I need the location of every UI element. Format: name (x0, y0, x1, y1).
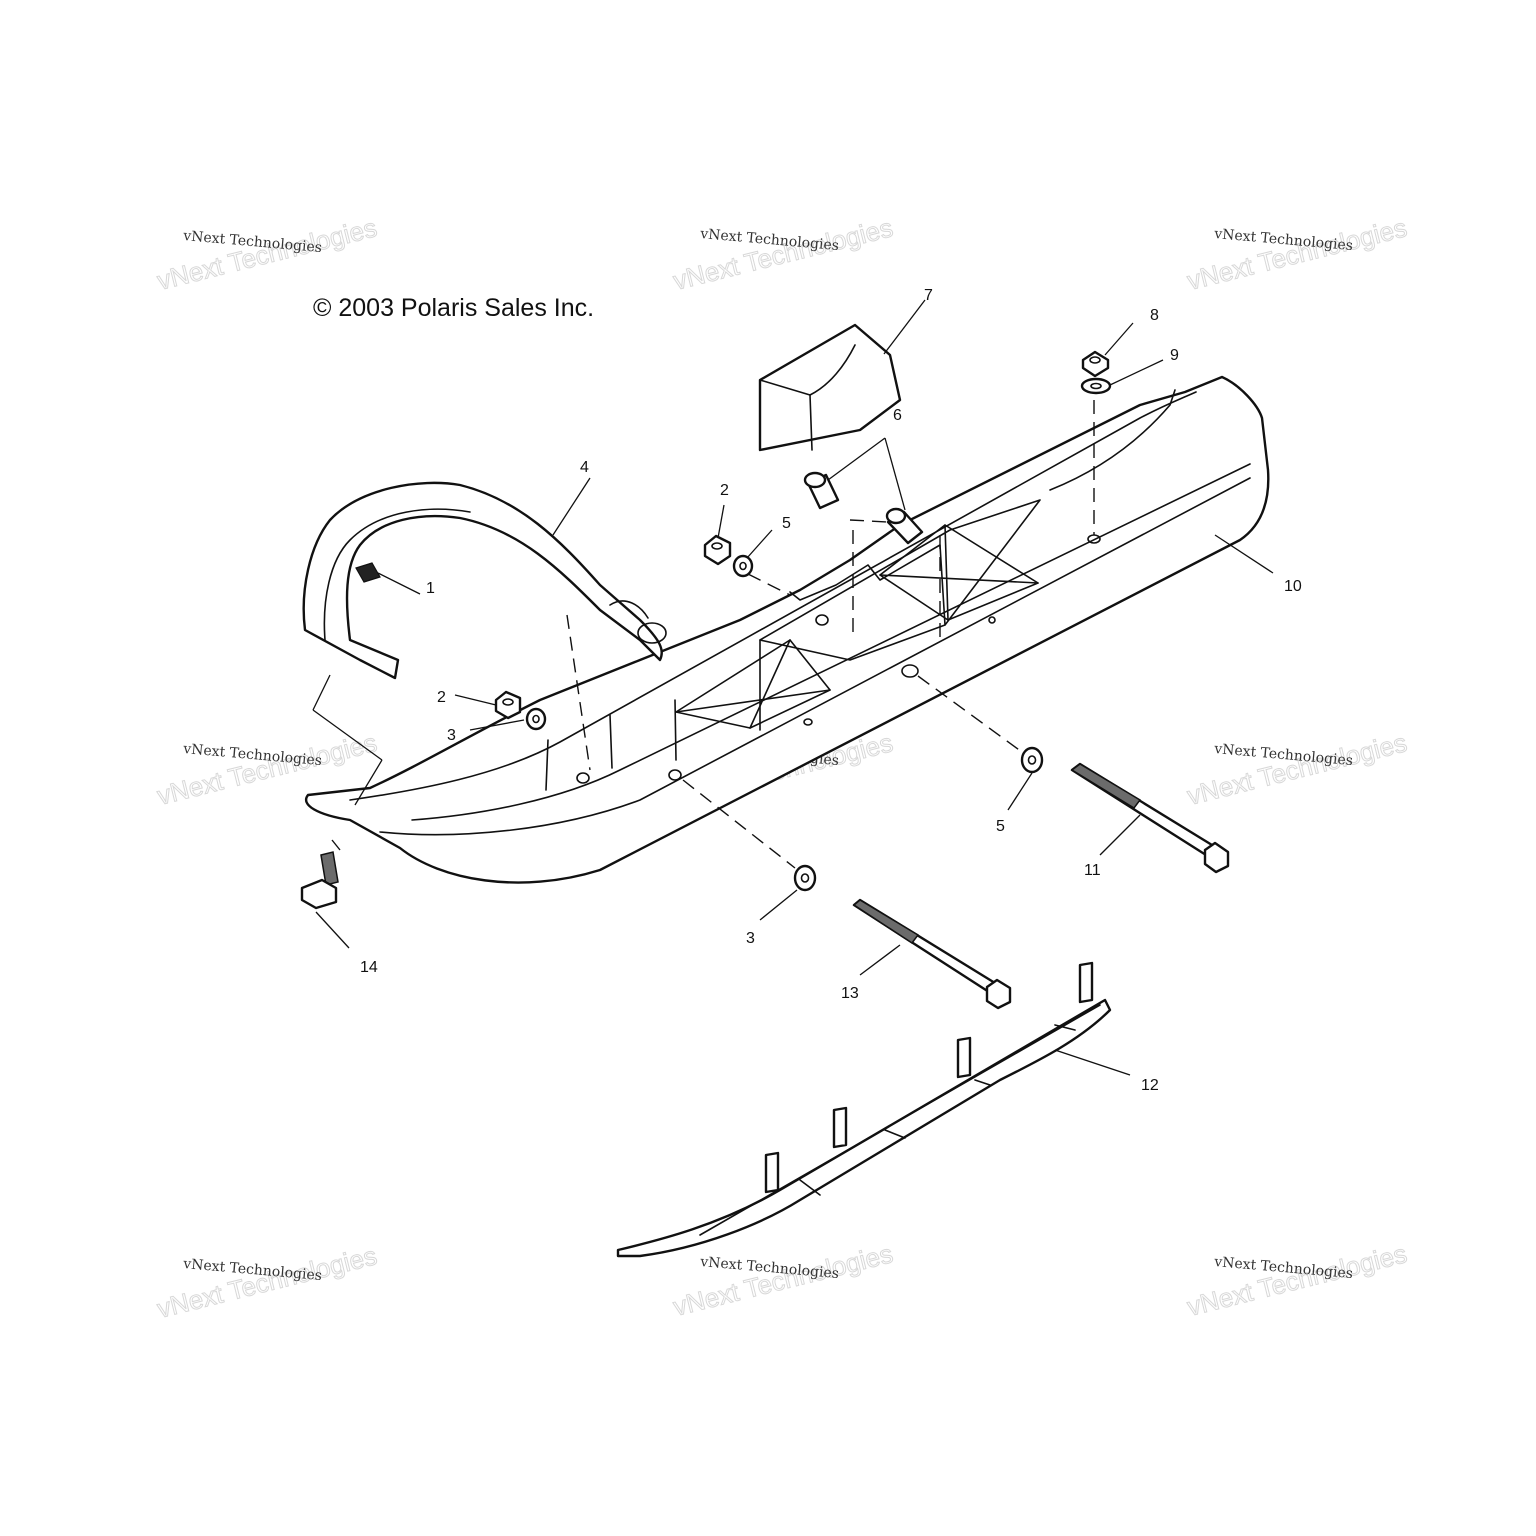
watermark-bottom-left: vNext Technologies vNext Technologies (154, 1240, 381, 1325)
callout-2-lower: 2 (437, 689, 446, 706)
callout-5-lower: 5 (996, 818, 1005, 835)
callout-5-upper: 5 (782, 515, 791, 532)
watermark-large-text: vNext Technologies (154, 1240, 380, 1324)
watermark-middle-right: vNext Technologies vNext Technologies (1184, 727, 1411, 812)
watermark-bottom-center: vNext Technologies vNext Technologies (670, 1238, 897, 1323)
watermark-top-center: vNext Technologies vNext Technologies (670, 212, 897, 297)
part-nut-2-lower (494, 690, 522, 720)
part-bolt-11 (1070, 762, 1230, 874)
part-loop-handle (302, 481, 667, 680)
callout-13: 13 (841, 985, 859, 1002)
part-carbide-runner (616, 961, 1112, 1258)
callout-3-upper: 3 (447, 727, 456, 744)
copyright-text: © 2003 Polaris Sales Inc. (313, 294, 594, 322)
watermark-large-text: vNext Technologies (1184, 727, 1410, 811)
part-bolt-14 (300, 851, 339, 910)
watermark-large-text: vNext Technologies (1184, 212, 1410, 296)
part-washer-3-lower (793, 864, 817, 892)
callout-1: 1 (426, 580, 435, 597)
part-washer-5-upper (732, 554, 754, 578)
callout-11: 11 (1084, 862, 1101, 879)
part-washer-3-upper (525, 707, 547, 731)
watermark-bottom-right: vNext Technologies vNext Technologies (1184, 1238, 1411, 1323)
callout-12: 12 (1141, 1077, 1159, 1094)
callout-4: 4 (580, 459, 589, 476)
watermark-large-text: vNext Technologies (670, 1238, 896, 1322)
part-bolt-13 (852, 898, 1012, 1010)
callout-3-lower: 3 (746, 930, 755, 947)
part-washer-5-lower (1020, 746, 1044, 774)
part-rubber-block (758, 323, 902, 452)
dashed-guides (331, 400, 1095, 869)
part-washer-9 (1080, 377, 1112, 395)
part-nut-2-upper (703, 534, 732, 566)
part-bushing-top (803, 471, 840, 510)
callout-labels: 7 8 9 6 4 2 5 1 10 2 3 5 11 3 14 13 12 (360, 287, 1302, 1094)
leader-lines (312, 299, 1274, 1076)
watermark-large-text: vNext Technologies (154, 212, 380, 296)
watermark-top-left: vNext Technologies vNext Technologies (154, 212, 381, 297)
callout-14: 14 (360, 959, 378, 976)
part-ski-body (305, 375, 1270, 884)
callout-10: 10 (1284, 578, 1302, 595)
watermark-large-text: vNext Technologies (670, 212, 896, 296)
part-nut-8 (1081, 350, 1110, 378)
watermark-top-right: vNext Technologies vNext Technologies (1184, 212, 1411, 297)
callout-9: 9 (1170, 347, 1179, 364)
callout-2-upper: 2 (720, 482, 729, 499)
callout-7: 7 (924, 287, 933, 304)
callout-6: 6 (893, 407, 902, 424)
part-bushing-bottom (885, 507, 924, 545)
watermark-large-text: vNext Technologies (1184, 1238, 1410, 1322)
callout-8: 8 (1150, 307, 1159, 324)
